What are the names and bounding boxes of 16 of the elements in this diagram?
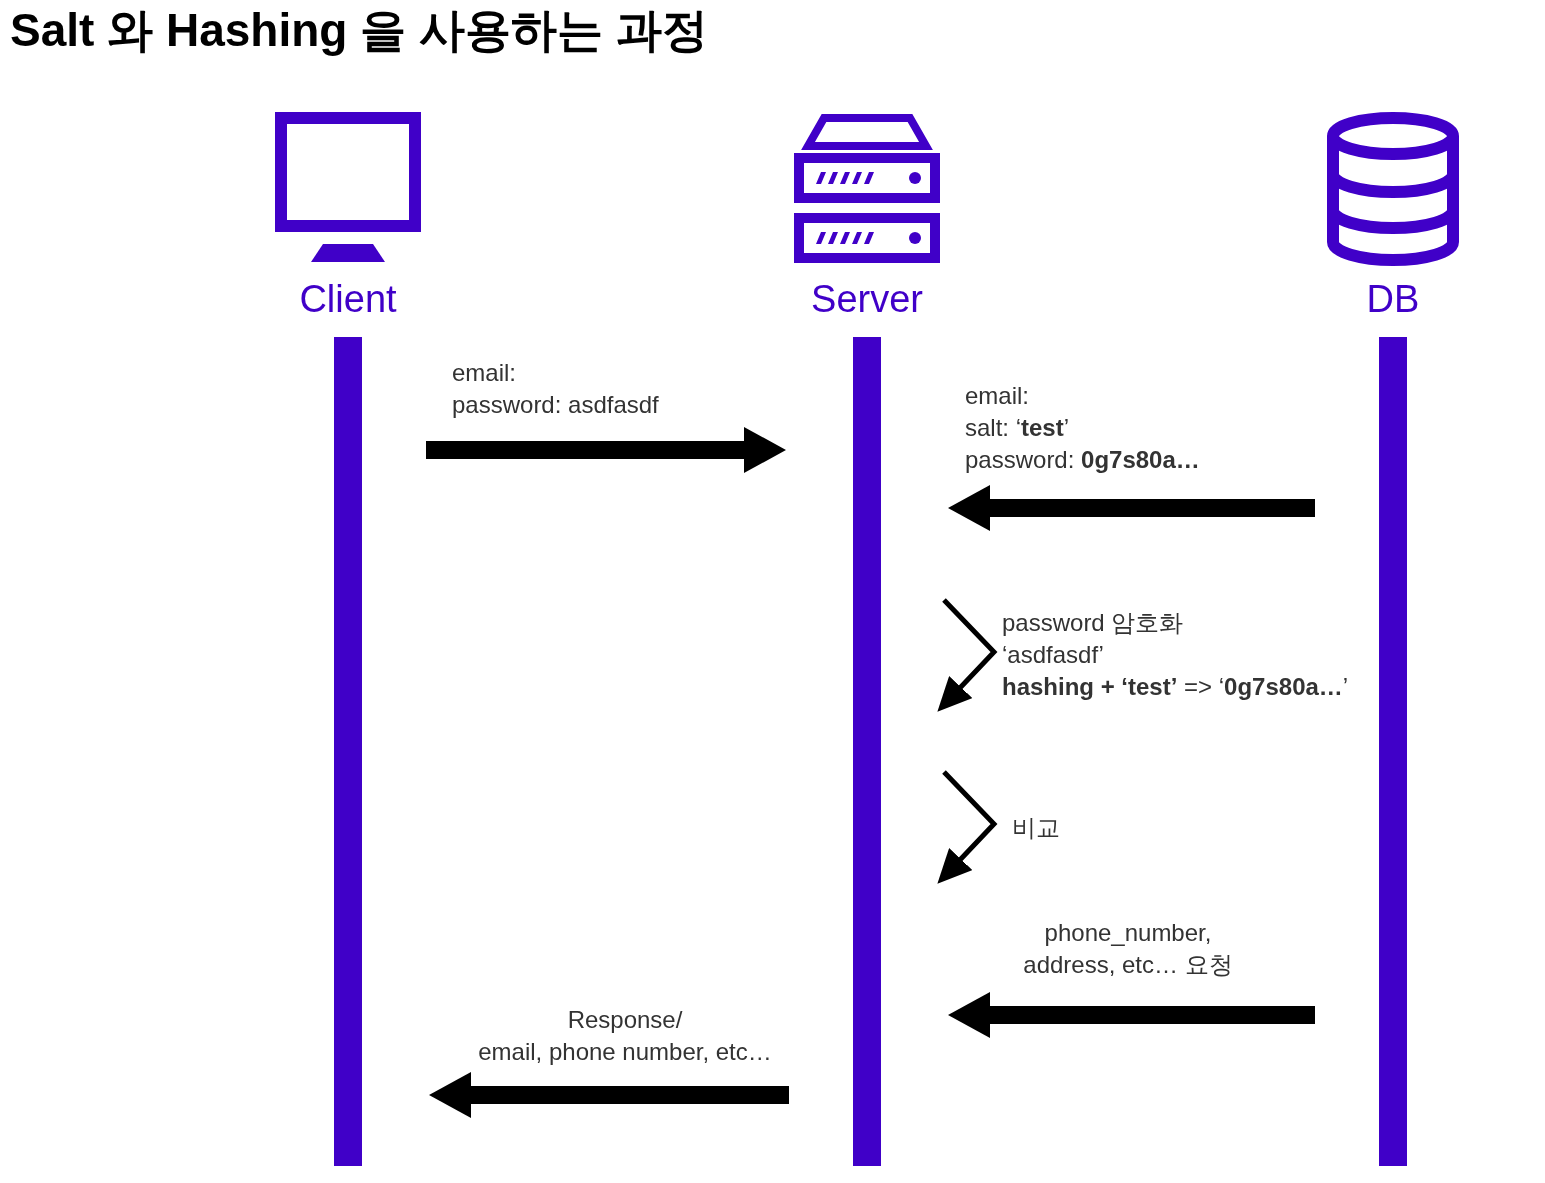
arrow bbox=[429, 1072, 789, 1118]
message-label: Response/ email, phone number, etc… bbox=[478, 1005, 772, 1067]
arrow bbox=[948, 485, 1315, 531]
participant-label: DB bbox=[1365, 277, 1421, 322]
arrow bbox=[937, 770, 998, 884]
message-label: phone_number, address, etc… 요청 bbox=[1023, 918, 1233, 980]
participant-label: Client bbox=[298, 277, 398, 322]
arrow bbox=[937, 598, 998, 712]
arrow bbox=[948, 992, 1315, 1038]
message-label: 비교 bbox=[1012, 813, 1060, 843]
participant-label: Server bbox=[810, 277, 924, 322]
arrow bbox=[426, 427, 786, 473]
message-label: email: salt: ‘test’ password: 0g7s80a… bbox=[965, 381, 1200, 475]
message-label: password 암호화 ‘asdfasdf’ hashing + ‘test’ => ‘0g7s80a…’ bbox=[1002, 608, 1349, 702]
message-label: email: password: asdfasdf bbox=[452, 358, 659, 420]
diagram-title: Salt 와 Hashing 을 사용하는 과정 bbox=[10, 3, 708, 58]
